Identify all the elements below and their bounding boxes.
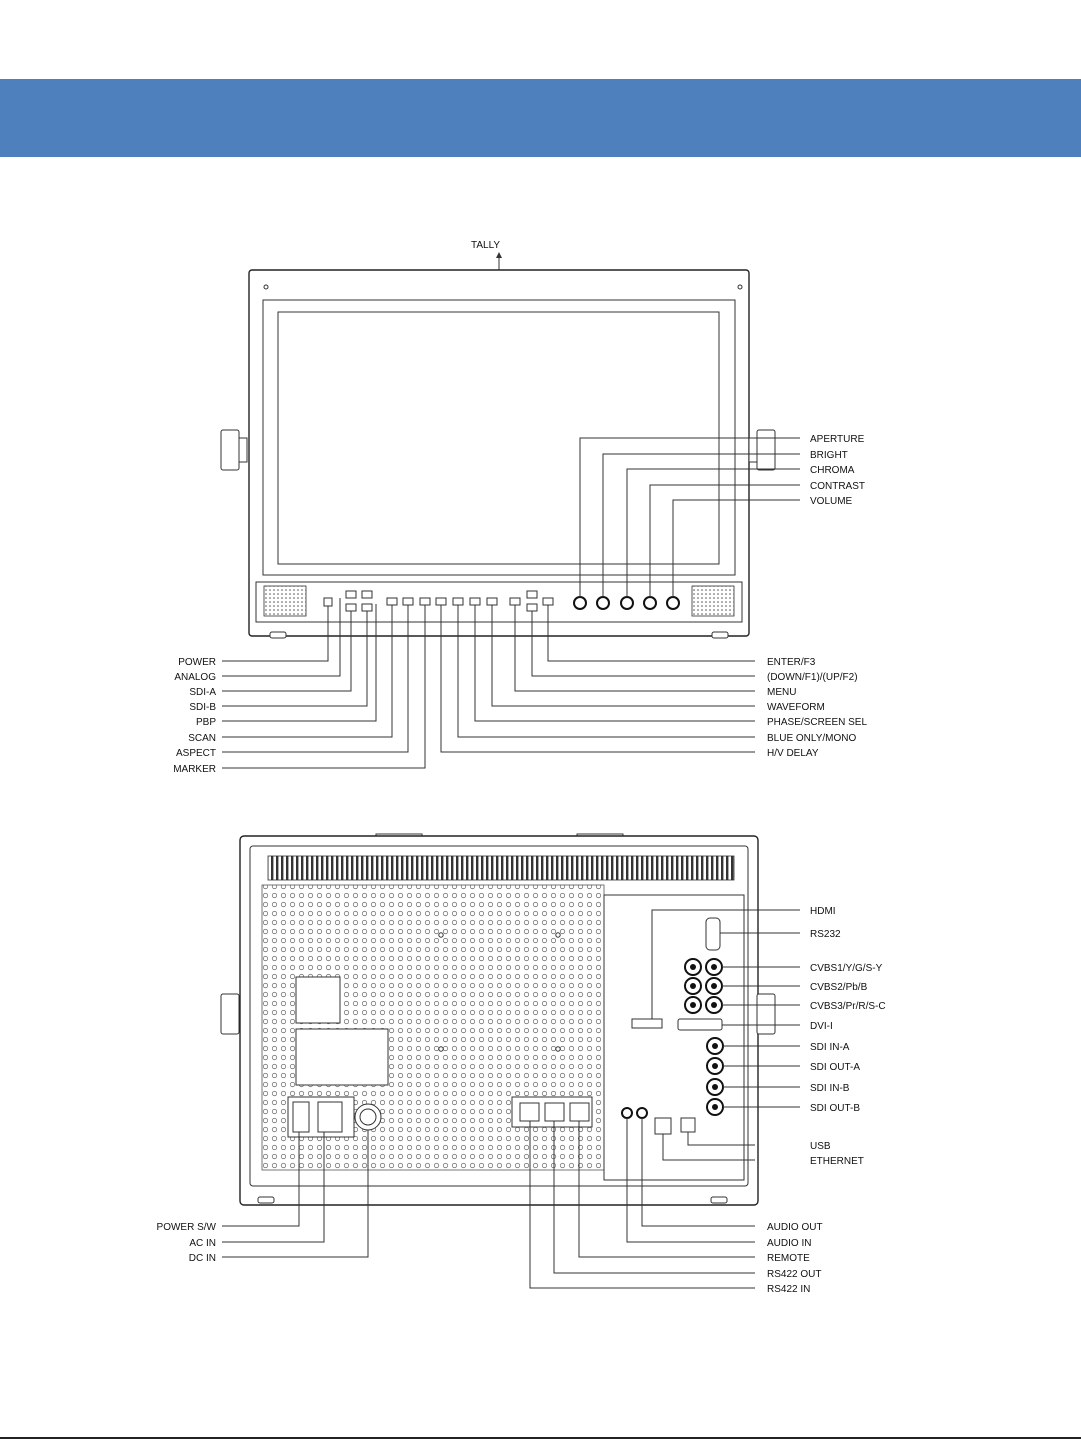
- control-panel: [255, 581, 743, 623]
- label-blue-only-mono: BLUE ONLY/MONO: [767, 733, 856, 744]
- label-sdi-in-b: SDI IN-B: [810, 1083, 850, 1094]
- power-button: [323, 597, 333, 607]
- front-left-leaders: [222, 598, 426, 769]
- top-vents: [267, 855, 735, 881]
- connector-panel: [603, 894, 745, 1181]
- label-rs422-out: RS422 OUT: [767, 1269, 821, 1280]
- ac-in-socket: [317, 1101, 343, 1133]
- left-speaker-grill: [263, 585, 307, 617]
- label-down-up: (DOWN/F1)/(UP/F2): [767, 672, 858, 683]
- volume-knob: [666, 596, 680, 610]
- right-handle: [756, 429, 776, 471]
- label-remote: REMOTE: [767, 1253, 810, 1264]
- label-tally: TALLY: [471, 240, 500, 251]
- label-scan: SCAN: [188, 733, 216, 744]
- contrast-knob: [643, 596, 657, 610]
- audio-in-jack: [621, 1107, 633, 1119]
- label-rs422-in: RS422 IN: [767, 1284, 810, 1295]
- audio-out-jack: [636, 1107, 648, 1119]
- ethernet-port: [654, 1117, 672, 1135]
- label-cvbs1: CVBS1/Y/G/S-Y: [810, 963, 883, 974]
- bright-knob: [596, 596, 610, 610]
- front-bottom-right-leaders: [440, 605, 755, 753]
- sdi-connectors: [706, 1037, 724, 1116]
- dvi-port: [677, 1018, 723, 1031]
- front-knobs: [573, 596, 680, 610]
- label-sdi-out-b: SDI OUT-B: [810, 1103, 860, 1114]
- hdmi-port: [631, 1018, 663, 1029]
- label-hv-delay: H/V DELAY: [767, 748, 819, 759]
- label-audio-in: AUDIO IN: [767, 1238, 811, 1249]
- rs422-out-port: [544, 1102, 565, 1122]
- label-cvbs2: CVBS2/Pb/B: [810, 982, 868, 993]
- rear-view: HDMI RS232 CVBS1/Y/G/S-Y CVBS2/Pb/B CVBS…: [157, 833, 886, 1295]
- rear-left-leaders: [222, 1130, 369, 1258]
- label-sdi-a: SDI-A: [189, 687, 216, 698]
- rear-right-leaders: [651, 909, 800, 1161]
- header-band: [0, 79, 1081, 157]
- label-dc-in: DC IN: [189, 1253, 216, 1264]
- rs232-port: [705, 917, 721, 951]
- label-rs232: RS232: [810, 929, 841, 940]
- label-usb: USB: [810, 1141, 831, 1152]
- label-marker: MARKER: [173, 764, 216, 775]
- label-enter-f3: ENTER/F3: [767, 657, 816, 668]
- rear-bottom-right-leaders: [529, 1118, 755, 1289]
- label-aperture: APERTURE: [810, 434, 865, 445]
- right-speaker-grill: [691, 585, 735, 617]
- label-dvi-i: DVI-I: [810, 1021, 833, 1032]
- label-menu: MENU: [767, 687, 796, 698]
- label-bright: BRIGHT: [810, 450, 848, 461]
- power-switch: [292, 1101, 310, 1133]
- label-cvbs3: CVBS3/Pr/R/S-C: [810, 1001, 886, 1012]
- remote-port: [569, 1102, 590, 1122]
- label-sdi-b: SDI-B: [189, 702, 216, 713]
- label-pbp: PBP: [196, 717, 216, 728]
- cvbs-connectors: [684, 958, 723, 1014]
- front-view: TALLY APERTURE BRIGHT CHROMA CONTRAST VO…: [173, 240, 867, 775]
- label-ethernet: ETHERNET: [810, 1156, 864, 1167]
- label-waveform: WAVEFORM: [767, 702, 825, 713]
- label-sdi-in-a: SDI IN-A: [810, 1042, 850, 1053]
- label-power: POWER: [178, 657, 216, 668]
- label-audio-out: AUDIO OUT: [767, 1222, 823, 1233]
- aperture-knob: [573, 596, 587, 610]
- label-aspect: ASPECT: [176, 748, 216, 759]
- left-handle: [220, 429, 240, 471]
- label-contrast: CONTRAST: [810, 481, 865, 492]
- label-ac-in: AC IN: [189, 1238, 216, 1249]
- label-power-sw: POWER S/W: [157, 1222, 217, 1233]
- bottom-rule: [0, 1437, 1081, 1439]
- dc-in-connector: [354, 1103, 382, 1131]
- chroma-knob: [620, 596, 634, 610]
- label-hdmi: HDMI: [810, 906, 836, 917]
- label-volume: VOLUME: [810, 496, 853, 507]
- label-chroma: CHROMA: [810, 465, 855, 476]
- label-analog: ANALOG: [174, 672, 216, 683]
- usb-port: [680, 1117, 696, 1133]
- rs422-in-port: [519, 1102, 540, 1122]
- label-sdi-out-a: SDI OUT-A: [810, 1062, 860, 1073]
- label-phase-screen-sel: PHASE/SCREEN SEL: [767, 717, 867, 728]
- front-right-leaders: [579, 437, 800, 597]
